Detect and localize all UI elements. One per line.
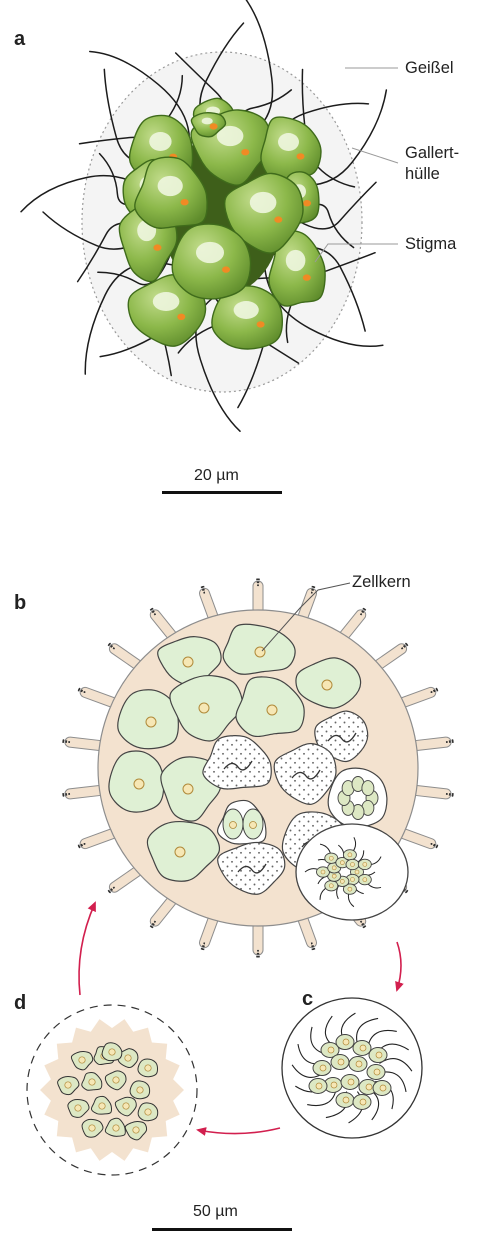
cell-highlight — [149, 132, 171, 151]
panel-letter-d: d — [14, 992, 26, 1015]
cell-nucleus — [199, 703, 209, 713]
stigma-spot — [303, 200, 311, 206]
scale-label-a: 20 µm — [194, 467, 239, 485]
cell-nucleus — [267, 705, 277, 715]
cell-highlight — [250, 192, 277, 213]
stigma-spot — [210, 123, 218, 129]
panel-b-colony — [62, 578, 454, 958]
stigma-spot — [222, 266, 230, 272]
label-gel-sheath-line1: Gallert- — [405, 143, 459, 163]
stigma-spot — [274, 216, 282, 222]
stigma-spot — [241, 149, 249, 155]
scale-label-bottom: 50 µm — [193, 1203, 238, 1221]
cell-highlight — [278, 133, 299, 151]
panel-a-colony — [21, 0, 398, 494]
arrow-b-to-c — [397, 942, 401, 990]
stigma-spot — [257, 321, 265, 327]
cell-nucleus — [322, 680, 332, 690]
panel-letter-a: a — [14, 28, 25, 51]
label-nucleus: Zellkern — [352, 572, 411, 592]
cell-nucleus — [183, 784, 193, 794]
cell-highlight — [234, 301, 259, 319]
cell-highlight — [158, 176, 183, 196]
label-stigma: Stigma — [405, 234, 456, 254]
cell-highlight — [202, 118, 213, 125]
panel-d-young-colony — [27, 1005, 197, 1175]
arrow-c-to-d — [198, 1128, 280, 1134]
cell-highlight — [153, 292, 180, 311]
label-gel-sheath-line2: hülle — [405, 164, 440, 184]
stigma-spot — [297, 153, 305, 159]
panel-letter-b: b — [14, 592, 26, 615]
stigma-spot — [153, 244, 161, 250]
label-flagellum: Geißel — [405, 58, 454, 78]
cell-highlight — [196, 242, 224, 263]
panel-c-daughter-colony — [282, 998, 422, 1138]
panel-letter-c: c — [302, 988, 313, 1011]
cell-nucleus — [175, 847, 185, 857]
cell-nucleus — [134, 779, 144, 789]
cell-nucleus — [255, 647, 265, 657]
cell-nucleus — [183, 657, 193, 667]
stigma-spot — [181, 199, 189, 205]
scale-bar-bottom — [152, 1228, 292, 1231]
cell-nucleus — [146, 717, 156, 727]
cell-highlight — [286, 250, 306, 271]
arrow-d-to-b — [79, 903, 95, 995]
stigma-spot — [177, 314, 185, 320]
stigma-spot — [303, 274, 311, 280]
scale-bar-a — [162, 491, 282, 494]
